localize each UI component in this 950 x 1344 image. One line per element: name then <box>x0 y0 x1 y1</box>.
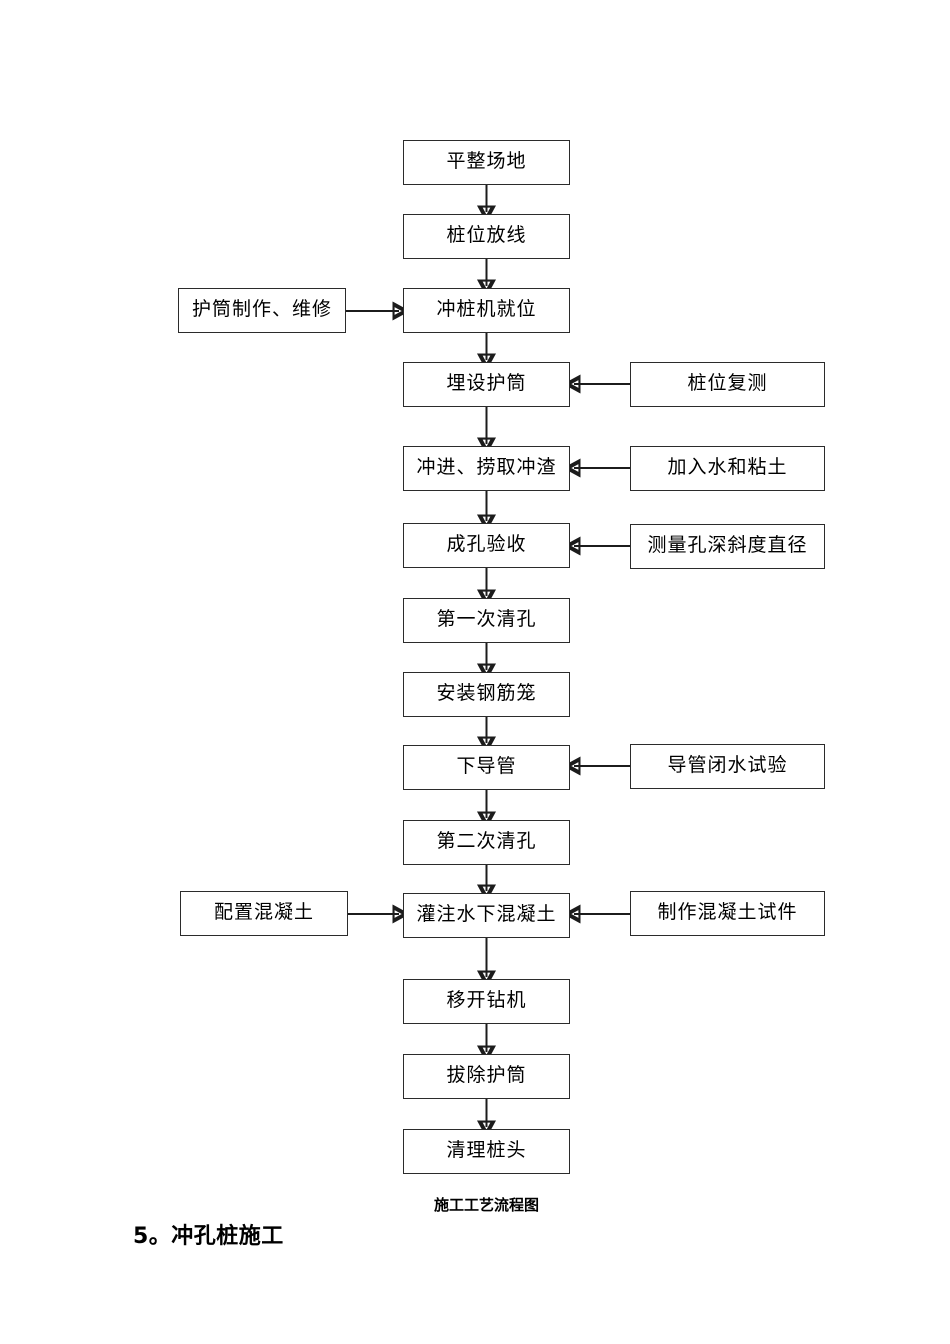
flow-node-diyici[interactable]: 第一次清孔 <box>403 598 570 643</box>
flow-node-hutong[interactable]: 护筒制作、维修 <box>178 288 346 333</box>
flow-node-label: 加入水和粘土 <box>667 456 788 478</box>
flow-node-qingli[interactable]: 清理桩头 <box>403 1129 570 1174</box>
flow-node-jiaru[interactable]: 加入水和粘土 <box>630 446 825 491</box>
flow-node-label: 平整场地 <box>446 150 527 172</box>
flow-node-label: 制作混凝土试件 <box>657 901 798 923</box>
flow-node-yikai[interactable]: 移开钻机 <box>403 979 570 1024</box>
flow-node-label: 安装钢筋笼 <box>436 682 537 704</box>
flow-node-shijian[interactable]: 制作混凝土试件 <box>630 891 825 936</box>
flow-node-chengkong[interactable]: 成孔验收 <box>403 523 570 568</box>
flow-node-bishui[interactable]: 导管闭水试验 <box>630 744 825 789</box>
flow-node-label: 桩位放线 <box>446 224 527 246</box>
flow-node-anzhuang[interactable]: 安装钢筋笼 <box>403 672 570 717</box>
flow-node-maishe[interactable]: 埋设护筒 <box>403 362 570 407</box>
flow-node-guanzhu[interactable]: 灌注水下混凝土 <box>403 893 570 938</box>
flow-node-xiadaoguan[interactable]: 下导管 <box>403 745 570 790</box>
flow-node-label: 桩位复测 <box>687 372 768 394</box>
flow-node-label: 护筒制作、维修 <box>191 298 332 320</box>
flow-node-zhuangwei[interactable]: 桩位放线 <box>403 214 570 259</box>
flow-node-label: 配置混凝土 <box>213 901 314 923</box>
flow-node-peizhi[interactable]: 配置混凝土 <box>180 891 348 936</box>
flow-node-chongzhuang[interactable]: 冲桩机就位 <box>403 288 570 333</box>
flow-node-label: 冲进、捞取冲渣 <box>416 456 557 478</box>
flow-node-label: 埋设护筒 <box>446 372 527 394</box>
flow-node-label: 第一次清孔 <box>436 608 537 630</box>
flow-node-label: 清理桩头 <box>446 1139 527 1161</box>
flow-node-dierci[interactable]: 第二次清孔 <box>403 820 570 865</box>
flow-node-label: 拔除护筒 <box>446 1064 527 1086</box>
flow-node-chongjin[interactable]: 冲进、捞取冲渣 <box>403 446 570 491</box>
figure-caption: 施工工艺流程图 <box>433 1196 539 1214</box>
flow-node-bachu[interactable]: 拔除护筒 <box>403 1054 570 1099</box>
flow-node-label: 导管闭水试验 <box>667 754 788 776</box>
flow-node-label: 第二次清孔 <box>436 830 537 852</box>
flow-node-label: 下导管 <box>456 755 517 777</box>
flow-node-celiang[interactable]: 测量孔深斜度直径 <box>630 524 825 569</box>
flow-node-pingzheng[interactable]: 平整场地 <box>403 140 570 185</box>
flow-node-label: 成孔验收 <box>446 533 527 555</box>
section-heading: 5。冲孔桩施工 <box>133 1224 284 1249</box>
flow-node-fuce[interactable]: 桩位复测 <box>630 362 825 407</box>
flow-node-label: 灌注水下混凝土 <box>416 903 557 925</box>
flow-node-label: 移开钻机 <box>446 989 527 1011</box>
flow-node-label: 冲桩机就位 <box>436 298 537 320</box>
flow-node-label: 测量孔深斜度直径 <box>647 534 808 556</box>
